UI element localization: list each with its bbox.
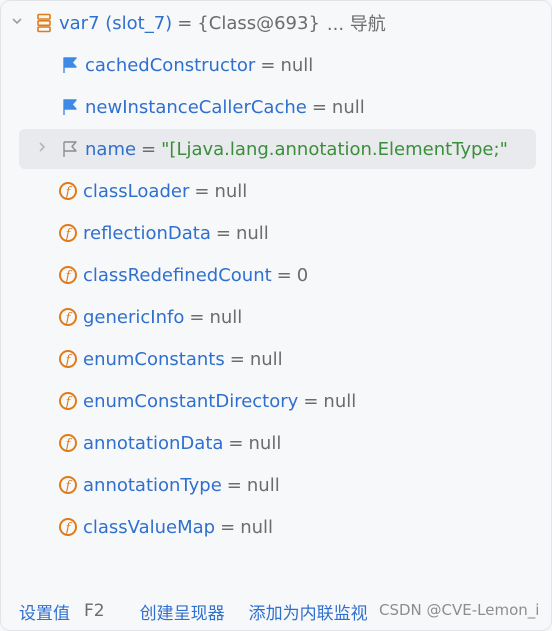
field-value: null xyxy=(235,222,269,244)
equals-sign: = xyxy=(229,348,245,370)
field-icon: f xyxy=(57,222,79,244)
tree-row[interactable]: f enumConstants = null xyxy=(1,338,552,380)
set-value-shortcut: F2 xyxy=(84,601,105,621)
field-value: null xyxy=(280,54,314,76)
tree-row[interactable]: f annotationType = null xyxy=(1,464,552,506)
equals-sign: = xyxy=(276,264,292,286)
field-name: enumConstantDirectory xyxy=(83,390,299,412)
equals-sign: = xyxy=(141,138,157,160)
tree-row-selected[interactable]: name = "[Ljava.lang.annotation.ElementTy… xyxy=(1,128,552,170)
tree-row[interactable]: f genericInfo = null xyxy=(1,296,552,338)
field-name: classValueMap xyxy=(83,516,216,538)
tree-row[interactable]: newInstanceCallerCache = null xyxy=(1,86,552,128)
field-value: null xyxy=(248,432,282,454)
equals-sign: = xyxy=(226,474,242,496)
field-value: null xyxy=(331,96,365,118)
variable-value: {Class@693} xyxy=(197,12,320,34)
field-name: classLoader xyxy=(83,180,190,202)
chevron-down-icon[interactable] xyxy=(9,15,25,31)
equals-sign: = xyxy=(228,432,244,454)
variable-name: var7 (slot_7) xyxy=(59,12,173,34)
field-name: enumConstants xyxy=(83,348,225,370)
flag-filled-icon xyxy=(59,96,81,118)
selection-highlight xyxy=(19,129,536,169)
field-value: 0 xyxy=(296,264,309,286)
equals-sign: = xyxy=(194,180,210,202)
field-name: reflectionData xyxy=(83,222,211,244)
chevron-right-icon[interactable] xyxy=(34,141,50,157)
field-icon: f xyxy=(57,474,79,496)
field-name: annotationData xyxy=(83,432,224,454)
field-value: null xyxy=(209,306,243,328)
field-value: null xyxy=(214,180,248,202)
field-icon: f xyxy=(57,516,79,538)
tree-row[interactable]: f enumConstantDirectory = null xyxy=(1,380,552,422)
field-name: name xyxy=(85,138,137,160)
equals-sign: = xyxy=(303,390,319,412)
field-value: null xyxy=(246,474,280,496)
navigate-link[interactable]: ... 导航 xyxy=(326,14,386,35)
tree-row-root[interactable]: var7 (slot_7) = {Class@693} ... 导航 xyxy=(1,2,552,44)
flag-filled-icon xyxy=(59,54,81,76)
equals-sign: = xyxy=(220,516,236,538)
stack-icon xyxy=(33,12,55,34)
field-value: null xyxy=(240,516,274,538)
watermark: CSDN @CVE-Lemon_i xyxy=(379,601,540,619)
equals-sign: = xyxy=(215,222,231,244)
field-value: "[Ljava.lang.annotation.ElementType;" xyxy=(161,138,508,160)
set-value-link[interactable]: 设置值 xyxy=(19,603,70,624)
field-value: null xyxy=(249,348,283,370)
field-icon: f xyxy=(57,180,79,202)
add-inline-watch-link[interactable]: 添加为内联监视 xyxy=(248,603,368,624)
tree-row[interactable]: f classValueMap = null xyxy=(1,506,552,548)
equals-sign: = xyxy=(311,96,327,118)
equals-sign: = xyxy=(260,54,276,76)
field-icon: f xyxy=(57,306,79,328)
field-name: newInstanceCallerCache xyxy=(85,96,307,118)
tree-row[interactable]: cachedConstructor = null xyxy=(1,44,552,86)
field-icon: f xyxy=(57,348,79,370)
equals-sign: = xyxy=(189,306,205,328)
field-icon: f xyxy=(57,264,79,286)
tree-row[interactable]: f classLoader = null xyxy=(1,170,552,212)
field-name: annotationType xyxy=(83,474,222,496)
tree-row[interactable]: f classRedefinedCount = 0 xyxy=(1,254,552,296)
tree-row[interactable]: f reflectionData = null xyxy=(1,212,552,254)
equals-sign: = xyxy=(177,12,193,34)
field-value: null xyxy=(323,390,357,412)
field-icon: f xyxy=(57,432,79,454)
create-renderer-link[interactable]: 创建呈现器 xyxy=(139,603,225,624)
field-name: cachedConstructor xyxy=(85,54,256,76)
field-name: genericInfo xyxy=(83,306,185,328)
tree-row[interactable]: f annotationData = null xyxy=(1,422,552,464)
field-name: classRedefinedCount xyxy=(83,264,272,286)
context-footer: 设置值 F2 创建呈现器 添加为内联监视 xyxy=(1,593,552,629)
flag-outline-icon xyxy=(59,138,81,160)
field-icon: f xyxy=(57,390,79,412)
